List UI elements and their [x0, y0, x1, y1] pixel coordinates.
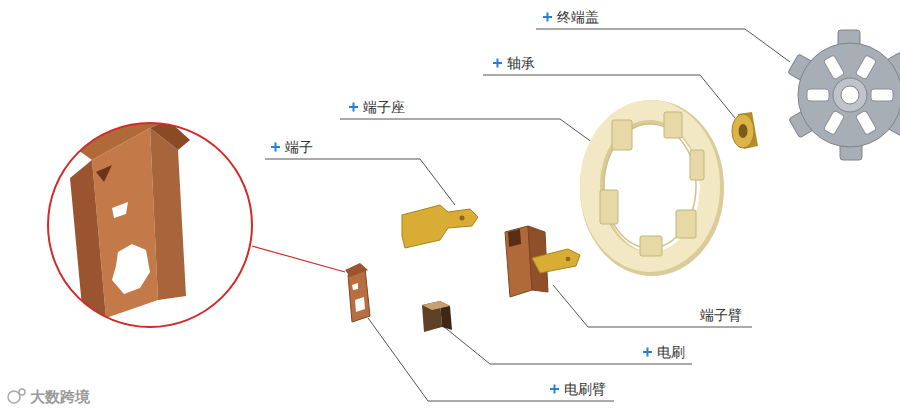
terminal-seat: [590, 110, 712, 264]
part-name: 电刷臂: [564, 381, 606, 397]
part-name: 电刷: [657, 344, 685, 360]
part-name: 端子: [285, 139, 313, 155]
bearing: [732, 112, 758, 149]
terminal-arm: [505, 226, 580, 297]
watermark: 大数跨境: [30, 389, 90, 405]
part-name: 端子臂: [700, 307, 742, 323]
brush-arm: [345, 263, 370, 322]
part-name: 端子座: [363, 99, 405, 115]
end-cap: [788, 30, 900, 160]
terminal: [402, 205, 478, 248]
magnified-brush-arm: [48, 110, 252, 328]
brush: [422, 301, 452, 332]
part-name: 轴承: [507, 55, 535, 71]
zoom-line: [252, 246, 345, 272]
watermark-logo: [8, 389, 25, 403]
part-name: 终端盖: [557, 9, 599, 25]
leader-lines: [265, 29, 790, 401]
